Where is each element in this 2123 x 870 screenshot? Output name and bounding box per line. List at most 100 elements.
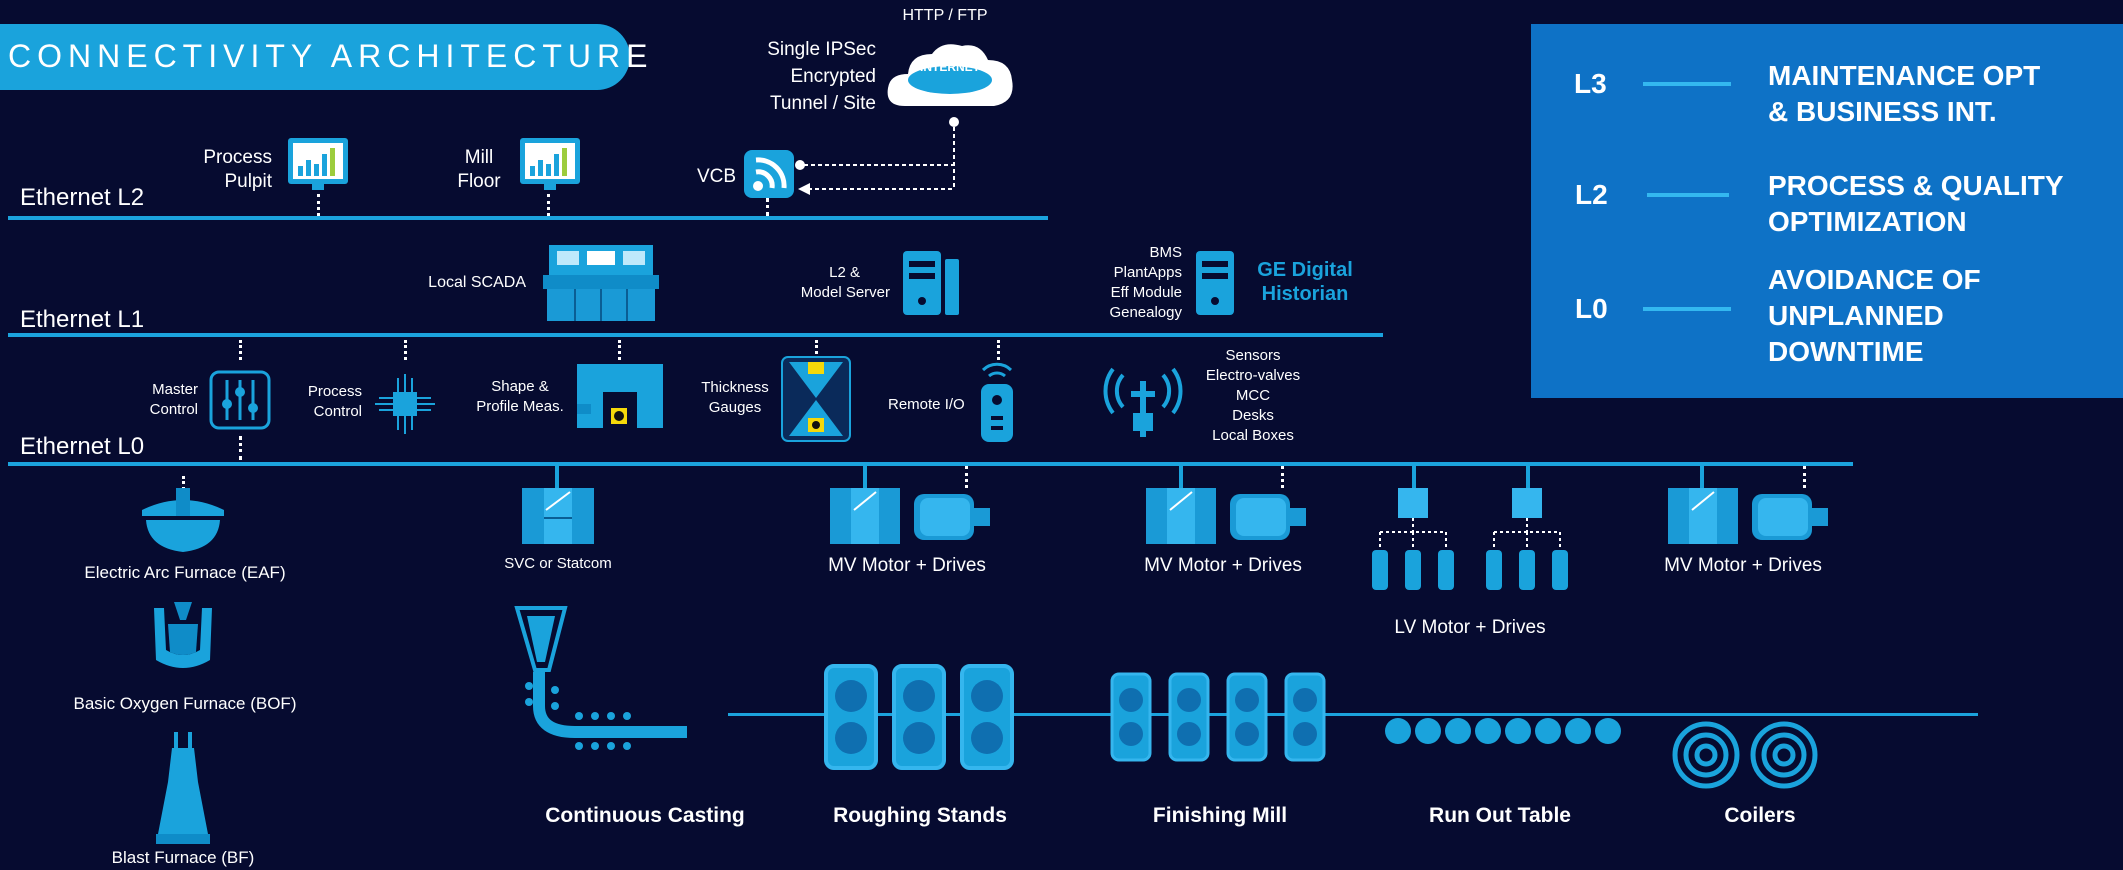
sensors-item: Desks: [1232, 407, 1274, 424]
historian-list: BMS PlantApps Eff Module Genealogy: [1080, 243, 1182, 323]
sensors-item: Sensors: [1225, 347, 1281, 364]
monitor-chart-icon: [520, 138, 580, 190]
legend-l3-text-2: & BUSINESS INT.: [1768, 96, 1997, 127]
shape-profile-line-2: Profile Meas.: [476, 398, 564, 415]
legend-l2-text-2: OPTIMIZATION: [1768, 206, 1967, 237]
legend-l3-level: L3: [1574, 68, 1607, 99]
legend-l2-level: L2: [1575, 179, 1608, 210]
wifi-router-icon: [744, 150, 794, 198]
legend-l0-text-2: UNPLANNED: [1768, 300, 1944, 331]
process-pulpit-line-1: Process: [203, 147, 272, 168]
tunnel-line-1: Single IPSec: [767, 39, 876, 60]
roughing-stands-icon: [824, 664, 1014, 770]
finishing-mill-label: Finishing Mill: [1152, 804, 1288, 827]
legend-l0-text: AVOIDANCE OF UNPLANNED DOWNTIME: [1768, 262, 1981, 370]
legend-l0-text-1: AVOIDANCE OF: [1768, 264, 1981, 295]
internet-badge: INTERNET: [920, 60, 980, 74]
legend-panel: [1531, 24, 2123, 398]
title-banner: [0, 24, 630, 90]
eaf-label: Electric Arc Furnace (EAF): [84, 563, 286, 582]
mv-drives-label-1: MV Motor + Drives: [828, 555, 986, 576]
thickness-gauge-icon: [781, 356, 851, 442]
remote-io-icon: [981, 362, 1013, 442]
legend-l0-text-3: DOWNTIME: [1768, 336, 1924, 367]
process-line: [728, 713, 1978, 716]
tunnel-label: Single IPSec Encrypted Tunnel / Site: [740, 36, 876, 117]
coilers-label: Coilers: [1724, 804, 1796, 827]
ge-historian-line-2: Historian: [1261, 283, 1349, 305]
wireless-sensor-icon: [1103, 367, 1183, 437]
basic-oxygen-furnace-icon: [154, 602, 212, 668]
mv-motor-drive-icon: [830, 488, 990, 544]
mill-floor-line-1: Mill: [464, 147, 494, 168]
legend-l2-line: [1647, 193, 1729, 197]
page-title: CONNECTIVITY ARCHITECTURE: [8, 38, 654, 74]
profile-gauge-icon: [577, 364, 663, 428]
ethernet-l0-line: [8, 462, 1853, 466]
mv-drives-label-3: MV Motor + Drives: [1664, 555, 1822, 576]
process-pulpit-label: Process Pulpit: [190, 146, 272, 194]
server-icon: [903, 251, 959, 315]
local-scada-label: Local SCADA: [428, 274, 526, 291]
historian-item: Genealogy: [1109, 304, 1182, 321]
continuous-casting-icon: [514, 606, 687, 750]
legend-l3-text-1: MAINTENANCE OPT: [1768, 60, 2041, 91]
sensors-item: Electro-valves: [1205, 367, 1301, 384]
historian-item: Eff Module: [1110, 284, 1182, 301]
blast-furnace-icon: [156, 732, 210, 844]
historian-item: BMS: [1149, 244, 1182, 261]
roughing-stands-label: Roughing Stands: [833, 804, 1007, 827]
legend-l3-line: [1643, 82, 1731, 86]
shape-profile-label: Shape & Profile Meas.: [470, 377, 570, 417]
mv-drives-label-2: MV Motor + Drives: [1144, 555, 1302, 576]
model-server-line-2: Model Server: [800, 284, 890, 301]
drive-cabinet-icon: [522, 488, 594, 544]
mv-motor-drive-icon: [1668, 488, 1828, 544]
electric-arc-furnace-icon: [142, 488, 224, 552]
mill-floor-label: Mill Floor: [448, 146, 510, 194]
ethernet-l2-label: Ethernet L2: [20, 184, 145, 211]
process-pulpit-line-2: Pulpit: [224, 171, 272, 192]
mill-floor-line-2: Floor: [457, 171, 501, 192]
remote-io-label: Remote I/O: [888, 396, 965, 413]
process-control-line-1: Process: [307, 383, 362, 400]
ethernet-l2-line: [8, 216, 1048, 220]
model-server-line-1: L2 &: [829, 264, 860, 281]
monitor-chart-icon: [288, 138, 348, 190]
ethernet-l1-label: Ethernet L1: [20, 306, 145, 333]
vpn-connection: [795, 117, 959, 195]
ethernet-l0-label: Ethernet L0: [20, 433, 145, 460]
legend-l0-line: [1643, 307, 1731, 311]
scada-console-icon: [543, 245, 659, 321]
lv-drives-label: LV Motor + Drives: [1394, 617, 1546, 638]
shape-profile-line-1: Shape &: [491, 378, 549, 395]
legend-l3-text: MAINTENANCE OPT & BUSINESS INT.: [1768, 58, 2040, 130]
finishing-mill-icon: [1110, 672, 1326, 762]
thickness-line-1: Thickness: [701, 379, 769, 396]
thickness-line-2: Gauges: [708, 399, 762, 416]
sensors-list: Sensors Electro-valves MCC Desks Local B…: [1190, 346, 1316, 446]
ge-historian-line-1: GE Digital: [1257, 259, 1353, 281]
protocol-label: HTTP / FTP: [902, 7, 988, 24]
cloud-icon: [887, 44, 1013, 106]
svc-label: SVC or Statcom: [504, 555, 612, 572]
coilers-icon: [1672, 721, 1818, 789]
legend-l2-text-1: PROCESS & QUALITY: [1768, 170, 2064, 201]
historian-item: PlantApps: [1113, 264, 1182, 281]
bf-label: Blast Furnace (BF): [111, 848, 255, 867]
run-out-table-label: Run Out Table: [1429, 804, 1571, 827]
model-server-label: L2 & Model Server: [780, 263, 890, 303]
ge-historian-label: GE Digital Historian: [1250, 258, 1360, 306]
continuous-casting-label: Continuous Casting: [545, 804, 745, 827]
master-control-line-2: Control: [149, 401, 198, 418]
master-control-label: Master Control: [120, 380, 198, 420]
process-control-label: Process Control: [290, 382, 362, 422]
bof-label: Basic Oxygen Furnace (BOF): [73, 694, 297, 713]
legend-l2-text: PROCESS & QUALITY OPTIMIZATION: [1768, 168, 2064, 240]
server-icon: [1196, 251, 1234, 315]
sliders-control-icon: [209, 370, 271, 430]
sensors-item: MCC: [1235, 387, 1271, 404]
thickness-label: Thickness Gauges: [690, 378, 780, 418]
mv-motor-drive-icon: [1146, 488, 1306, 544]
legend-l0-level: L0: [1575, 293, 1608, 324]
